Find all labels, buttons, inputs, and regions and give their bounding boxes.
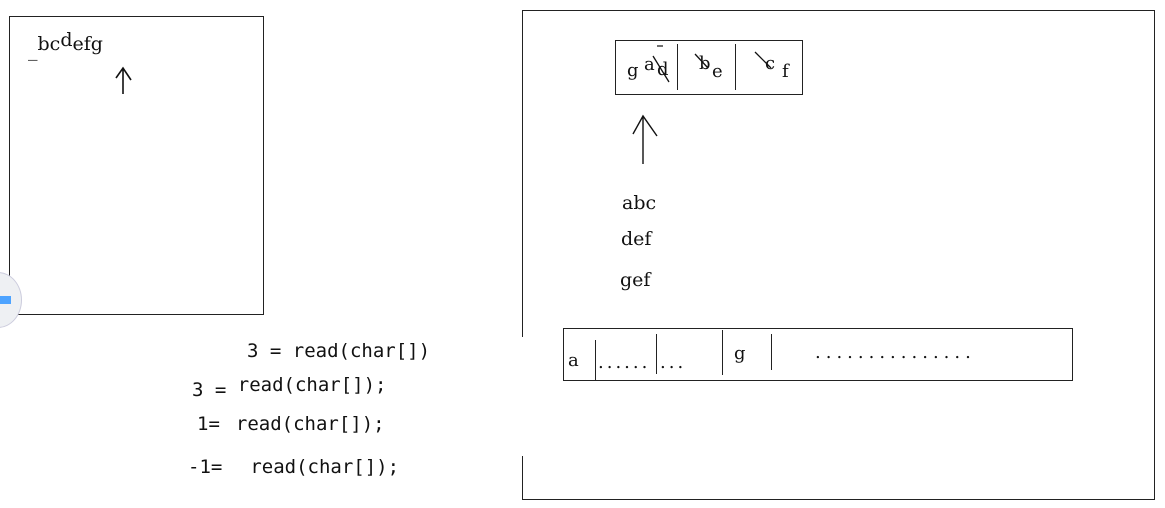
left-string-text: _bcdefg (28, 29, 103, 61)
small-cell-2-e: e (712, 61, 723, 82)
code-call: read(char[]); (235, 413, 385, 435)
large-cell-a: a (568, 350, 579, 371)
code-line-1: 3 = read(char[]) (247, 340, 430, 362)
large-dots-1: ...... (598, 352, 651, 373)
large-dots-tail: ............... (815, 342, 976, 363)
small-buffer-divider-2 (735, 44, 736, 90)
code-call: read(char[]); (237, 374, 387, 396)
small-cell-1-d: d (657, 59, 669, 80)
left-string-box (9, 16, 264, 315)
code-line-2: 3 = read(char[]); (192, 374, 387, 401)
arrow-up-icon (632, 114, 658, 164)
small-cell-2-b: b (699, 53, 711, 74)
code-call: read(char[]); (250, 456, 400, 478)
prefix-chars: bc (37, 33, 61, 55)
small-buffer-divider-1 (677, 44, 678, 90)
arrow-up-icon (115, 66, 132, 94)
right-panel-left-edge-top (522, 10, 523, 337)
right-panel-left-edge-bottom (522, 456, 523, 500)
read-result-1: abc (622, 192, 657, 214)
read-result-2: def (621, 228, 652, 250)
large-buffer-divider-1 (595, 340, 596, 380)
small-cell-1-g: g (627, 60, 639, 81)
scroll-handle-accent (0, 296, 11, 304)
code-result: 3 = (192, 379, 238, 401)
read-result-3: gef (620, 269, 651, 291)
code-line-4: -1= read(char[]); (188, 456, 399, 478)
small-cell-1-a: a (644, 54, 655, 75)
code-result: 3 = (247, 340, 293, 362)
large-cell-g: g (734, 343, 746, 364)
code-call: read(char[]) (292, 340, 431, 362)
code-line-3: 1= read(char[]); (197, 413, 385, 435)
small-buffer (615, 40, 803, 95)
right-panel (522, 10, 1155, 500)
code-result: -1= (188, 456, 223, 478)
code-result: 1= (197, 413, 220, 435)
large-buffer (563, 328, 1073, 381)
raised-char: d (60, 29, 73, 51)
large-dots-2: ... (660, 352, 687, 373)
small-cell-3-f: f (782, 61, 789, 82)
strike-marks (652, 45, 772, 83)
large-buffer-divider-3 (722, 330, 723, 375)
suffix-chars: efg (72, 33, 103, 55)
underscore-char: _ (28, 39, 38, 61)
large-buffer-divider-4 (771, 334, 772, 370)
large-buffer-divider-2 (656, 334, 657, 374)
small-cell-3-c: c (765, 53, 776, 74)
